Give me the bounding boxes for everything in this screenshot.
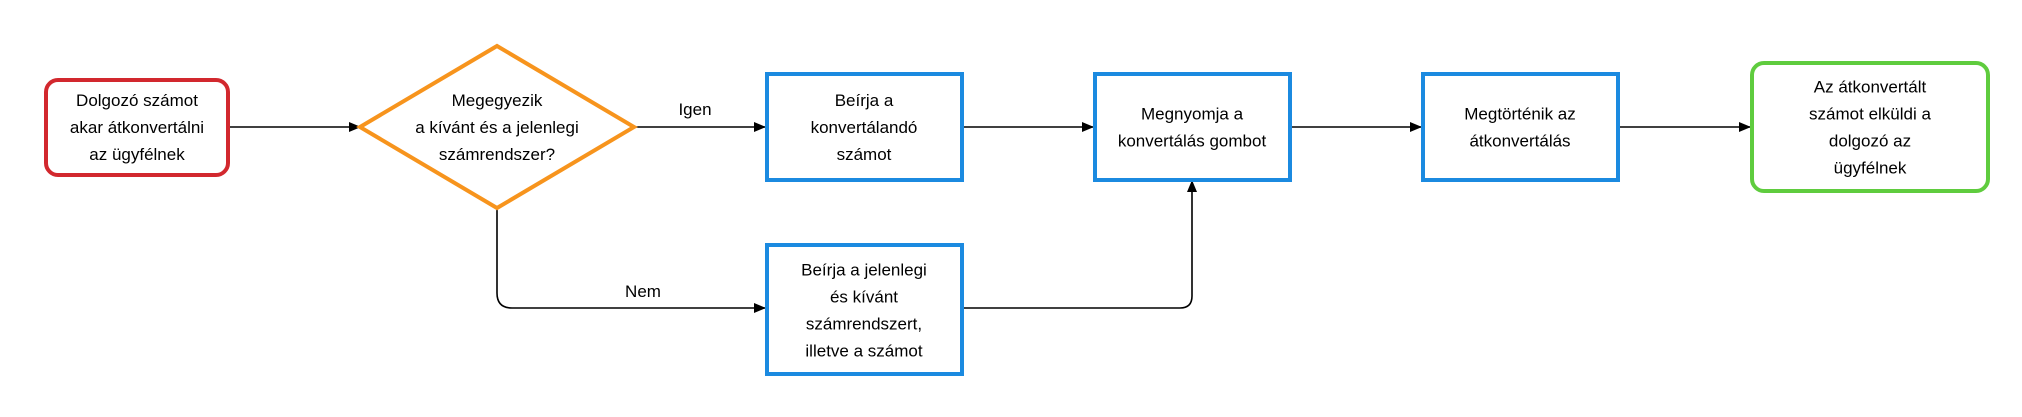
edge-decision-no-to-enter-systems xyxy=(496,208,766,313)
label-line: Beírja a jelenlegi xyxy=(801,261,927,280)
label-line: a kívánt és a jelenlegi xyxy=(415,118,579,137)
label-line: átkonvertálás xyxy=(1469,132,1570,151)
edge-label-no: Nem xyxy=(625,282,661,301)
label-line: számot xyxy=(837,145,892,164)
press-button-node xyxy=(1093,72,1292,182)
enter-number-node xyxy=(765,72,964,182)
label-line: Beírja a xyxy=(835,91,894,110)
label-line: számrendszer? xyxy=(439,145,555,164)
label-line: Dolgozó számot xyxy=(76,91,198,110)
label-line: és kívánt xyxy=(830,288,898,307)
press-button-node-label: Megnyomja a konvertálás gombot xyxy=(1118,105,1267,151)
label-line: Az átkonvertált xyxy=(1814,78,1927,97)
edge-label-yes: Igen xyxy=(678,100,711,119)
conversion-node xyxy=(1421,72,1620,182)
label-line: számrendszert, xyxy=(806,315,922,334)
label-line: ügyfélnek xyxy=(1834,159,1907,178)
conversion-node-label: Megtörténik az átkonvertálás xyxy=(1464,105,1576,151)
enter-systems-node-label: Beírja a jelenlegi és kívánt számrendszert… xyxy=(801,261,927,361)
start-node xyxy=(44,78,230,177)
label-line: konvertálandó xyxy=(811,118,918,137)
label-line: Megegyezik xyxy=(452,91,543,110)
label-line: konvertálás gombot xyxy=(1118,132,1267,151)
end-node xyxy=(1750,61,1990,193)
end-node-label: Az átkonvertált számot elküldi a dolgozó a… xyxy=(1809,78,1931,178)
edge-enter-systems-to-press-button xyxy=(962,180,1197,309)
enter-systems-node xyxy=(765,243,964,376)
decision-node xyxy=(356,43,638,211)
enter-number-node-label: Beírja a konvertálandó számot xyxy=(811,91,918,164)
label-line: Megnyomja a xyxy=(1141,105,1244,124)
label-line: az ügyfélnek xyxy=(89,145,185,164)
start-node-label: Dolgozó számot akar átkonvertálni az ügyfé… xyxy=(70,91,204,164)
label-line: Megtörténik az xyxy=(1464,105,1576,124)
label-line: illetve a számot xyxy=(805,342,922,361)
label-line: számot elküldi a xyxy=(1809,105,1931,124)
label-line: akar átkonvertálni xyxy=(70,118,204,137)
decision-node-label: Megegyezik a kívánt és a jelenlegi számren… xyxy=(415,91,579,164)
label-line: dolgozó az xyxy=(1829,132,1911,151)
